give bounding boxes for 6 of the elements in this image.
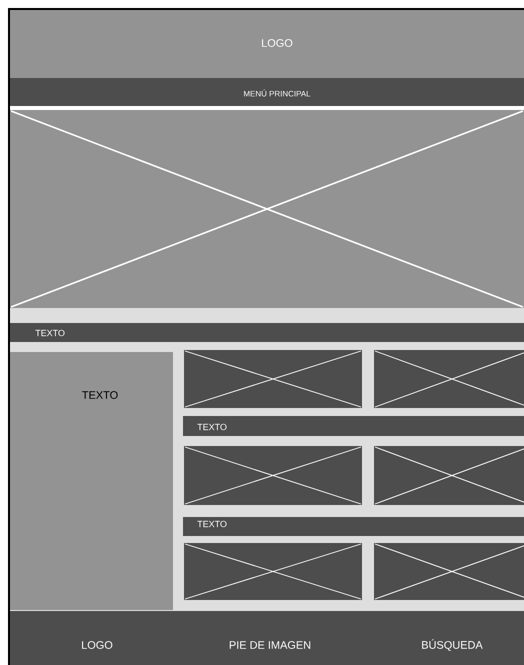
text-bar: TEXTO [10, 323, 524, 342]
header-bar: LOGO [10, 10, 524, 78]
text-panel: TEXTO [10, 352, 173, 610]
text-bar: TEXTO [183, 416, 524, 436]
footer-bar: LOGO PIE DE IMAGEN BÚSQUEDA [10, 611, 524, 665]
text-bar: TEXTO [183, 517, 524, 536]
